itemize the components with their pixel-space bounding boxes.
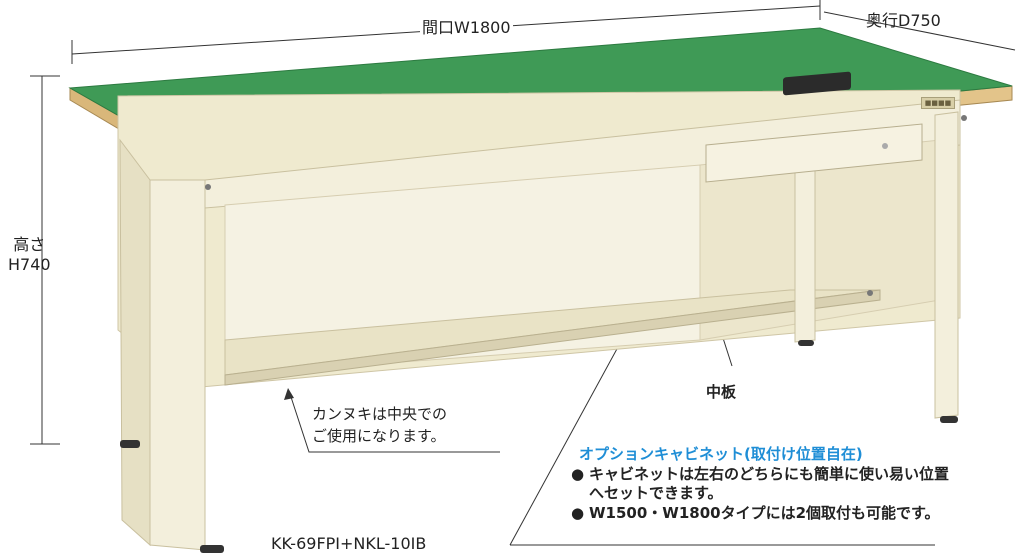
drawer-handle-icon: [783, 71, 851, 96]
option-item: ● キャビネットは左右のどちらにも簡単に使い易い位置へセットできます。: [571, 465, 951, 504]
kannuki-note-line2: ご使用になります。: [312, 426, 446, 445]
right-front-leg: [934, 111, 959, 419]
bullet-icon: ●: [571, 464, 585, 483]
width-label: 間口W1800: [420, 18, 513, 38]
model-number: KK-69FPI+NKL-10IB: [271, 534, 427, 553]
left-front-leg: [149, 179, 206, 551]
option-cabinet-note: オプションキャビネット(取付け位置自在) ● キャビネットは左右のどちらにも簡単…: [571, 445, 951, 523]
height-label: 高さ H740: [8, 235, 51, 275]
option-item-text: W1500・W1800タイプには2個取付も可能です。: [589, 503, 940, 522]
kannuki-note-line1: カンヌキは中央での: [312, 405, 448, 423]
height-label-line2: H740: [8, 255, 51, 274]
option-item-text: キャビネットは左右のどちらにも簡単に使い易い位置へセットできます。: [589, 464, 950, 503]
middle-shelf-label: 中板: [706, 383, 737, 401]
depth-dimension-line: [823, 11, 1016, 51]
kannuki-note: カンヌキは中央での ご使用になります。: [312, 404, 447, 448]
bullet-icon: ●: [571, 503, 585, 522]
arrow-icon: [284, 388, 294, 400]
option-title: オプションキャビネット(取付け位置自在): [579, 445, 863, 463]
brand-badge: ■■■■: [921, 97, 955, 109]
height-label-line1: 高さ: [13, 235, 46, 254]
option-item: ● W1500・W1800タイプには2個取付も可能です。: [571, 504, 951, 524]
drawer-cabinet: [705, 123, 923, 183]
depth-label: 奥行D750: [866, 11, 941, 30]
